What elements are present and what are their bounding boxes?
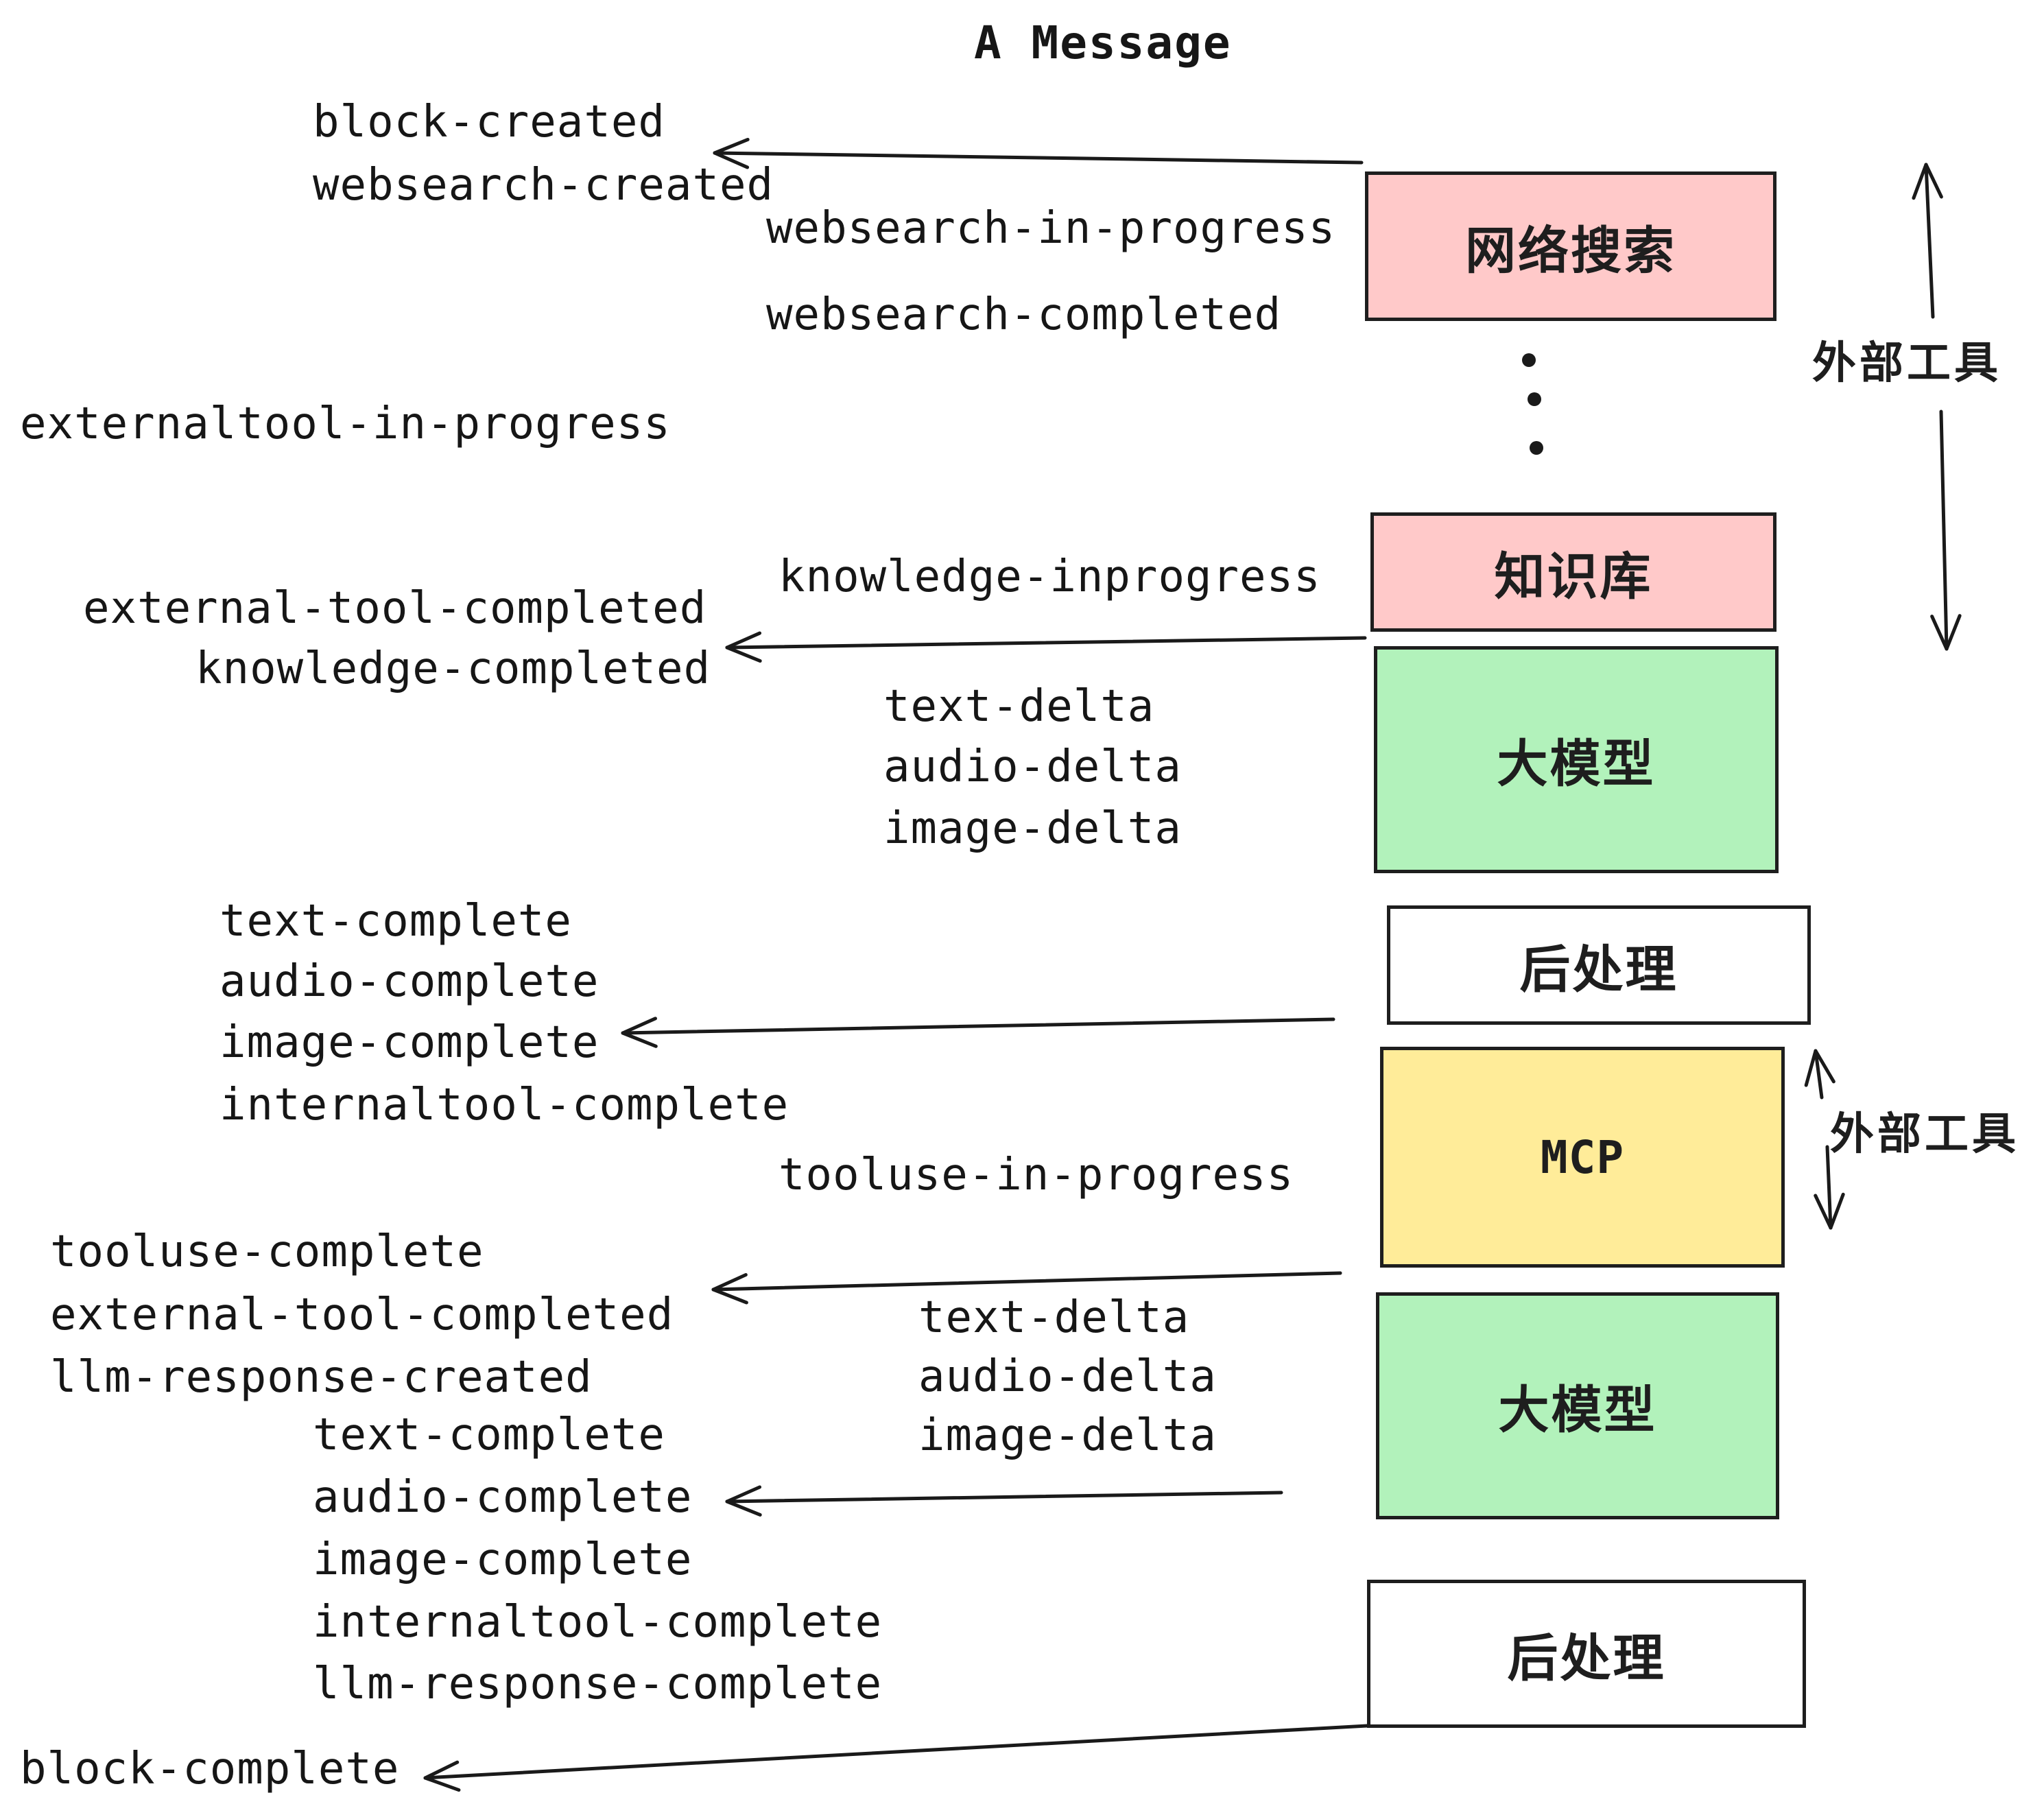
external-tools-label: 外部工具 bbox=[1830, 1109, 2019, 1159]
arrow-external-tools-1-down-head bbox=[1930, 615, 1949, 651]
event-label-websearch-created: websearch-created bbox=[313, 160, 774, 211]
arrow-external-tools-1-down bbox=[1939, 410, 1949, 651]
event-label-tooluse-in-progress: tooluse-in-progress bbox=[779, 1150, 1294, 1200]
event-label-internaltool-complete: internaltool-complete bbox=[219, 1080, 789, 1130]
event-label-block-complete: block-complete bbox=[20, 1744, 400, 1794]
event-label-llm-response-complete: llm-response-complete bbox=[313, 1659, 883, 1709]
event-label-tooluse-complete: tooluse-complete bbox=[50, 1226, 484, 1277]
event-label-external-tool-completed: external-tool-completed bbox=[50, 1290, 674, 1340]
event-label-image-delta: image-delta bbox=[918, 1410, 1217, 1461]
arrow-knowledge-to-knowledge-completed-head bbox=[725, 645, 762, 663]
event-label-websearch-in-progress: websearch-in-progress bbox=[766, 203, 1336, 254]
arrow-mcp-to-tooluse-complete-head bbox=[711, 1287, 748, 1305]
process-box-knowledge: 知识库 bbox=[1370, 512, 1776, 632]
arrow-llm2-to-audio-complete-head bbox=[725, 1485, 762, 1504]
arrow-to-image-complete-head bbox=[621, 1017, 657, 1035]
event-label-llm-response-created: llm-response-created bbox=[50, 1352, 593, 1403]
arrow-mcp-to-tooluse-complete-head bbox=[711, 1273, 748, 1292]
event-label-externaltool-in-progress: externaltool-in-progress bbox=[20, 399, 671, 449]
process-box-mcp: MCP bbox=[1380, 1047, 1785, 1268]
process-box-postprocess-2: 后处理 bbox=[1367, 1580, 1806, 1728]
external-tools-label: 外部工具 bbox=[1812, 338, 2001, 388]
process-box-label: MCP bbox=[1540, 1130, 1625, 1184]
arrow-mcp-to-tooluse-complete bbox=[711, 1271, 1342, 1292]
process-box-label: 知识库 bbox=[1494, 547, 1653, 605]
page-title: A Message bbox=[974, 16, 1232, 69]
event-label-external-tool-completed: external-tool-completed bbox=[83, 583, 707, 634]
event-label-knowledge-inprogress: knowledge-inprogress bbox=[779, 551, 1321, 602]
arrow-websearch-to-block-created bbox=[713, 151, 1364, 165]
arrow-external-tools-2-down-head bbox=[1829, 1192, 1845, 1230]
event-label-text-complete: text-complete bbox=[219, 896, 572, 947]
event-label-block-created: block-created bbox=[313, 97, 665, 147]
arrow-external-tools-2-up-head bbox=[1804, 1049, 1818, 1087]
arrow-external-tools-2-up-head bbox=[1814, 1049, 1835, 1084]
arrow-external-tools-2-up bbox=[1814, 1049, 1824, 1100]
event-label-image-delta: image-delta bbox=[883, 803, 1182, 854]
event-label-image-complete: image-complete bbox=[219, 1017, 599, 1068]
arrow-external-tools-1-up-head bbox=[1912, 163, 1928, 200]
event-label-text-delta: text-delta bbox=[918, 1292, 1190, 1343]
event-label-audio-complete: audio-complete bbox=[313, 1472, 693, 1523]
arrow-postprocess2-to-block-complete bbox=[423, 1724, 1369, 1780]
process-box-label: 网络搜索 bbox=[1465, 222, 1676, 279]
ellipsis-dot bbox=[1522, 353, 1536, 367]
event-label-audio-delta: audio-delta bbox=[883, 741, 1182, 792]
arrow-to-image-complete bbox=[621, 1017, 1335, 1035]
arrow-external-tools-2-down-head bbox=[1814, 1194, 1833, 1230]
process-box-label: 大模型 bbox=[1497, 735, 1656, 792]
event-label-websearch-completed: websearch-completed bbox=[766, 289, 1282, 340]
arrow-knowledge-to-knowledge-completed bbox=[725, 636, 1367, 650]
event-label-audio-complete: audio-complete bbox=[219, 956, 599, 1007]
event-label-knowledge-completed: knowledge-completed bbox=[195, 643, 711, 694]
arrow-postprocess2-to-block-complete-head bbox=[423, 1760, 460, 1780]
event-label-text-complete: text-complete bbox=[313, 1410, 665, 1460]
arrow-llm2-to-audio-complete-head bbox=[725, 1499, 762, 1517]
process-box-postprocess-1: 后处理 bbox=[1387, 905, 1811, 1025]
arrow-knowledge-to-knowledge-completed-head bbox=[725, 631, 762, 650]
arrow-external-tools-1-up bbox=[1924, 163, 1935, 319]
ellipsis-dot bbox=[1528, 392, 1541, 406]
event-label-text-delta: text-delta bbox=[883, 681, 1155, 732]
process-box-websearch: 网络搜索 bbox=[1365, 171, 1776, 321]
event-label-internaltool-complete: internaltool-complete bbox=[313, 1597, 883, 1648]
arrow-external-tools-1-up-head bbox=[1924, 163, 1943, 199]
process-box-llm-1: 大模型 bbox=[1374, 646, 1779, 873]
arrow-llm2-to-audio-complete bbox=[725, 1491, 1283, 1504]
process-box-llm-2: 大模型 bbox=[1376, 1292, 1779, 1519]
arrow-postprocess2-to-block-complete-head bbox=[423, 1776, 461, 1792]
arrow-external-tools-2-down bbox=[1825, 1145, 1833, 1230]
event-label-image-complete: image-complete bbox=[313, 1534, 693, 1585]
process-box-label: 后处理 bbox=[1507, 1629, 1666, 1687]
arrow-websearch-to-block-created-head bbox=[713, 151, 750, 169]
arrow-external-tools-1-down-head bbox=[1945, 614, 1962, 651]
arrow-websearch-to-block-created-head bbox=[713, 137, 750, 155]
event-label-audio-delta: audio-delta bbox=[918, 1351, 1217, 1402]
process-box-label: 后处理 bbox=[1519, 940, 1678, 998]
process-box-label: 大模型 bbox=[1498, 1381, 1657, 1438]
arrow-to-image-complete-head bbox=[621, 1031, 658, 1048]
ellipsis-dot bbox=[1530, 441, 1543, 455]
